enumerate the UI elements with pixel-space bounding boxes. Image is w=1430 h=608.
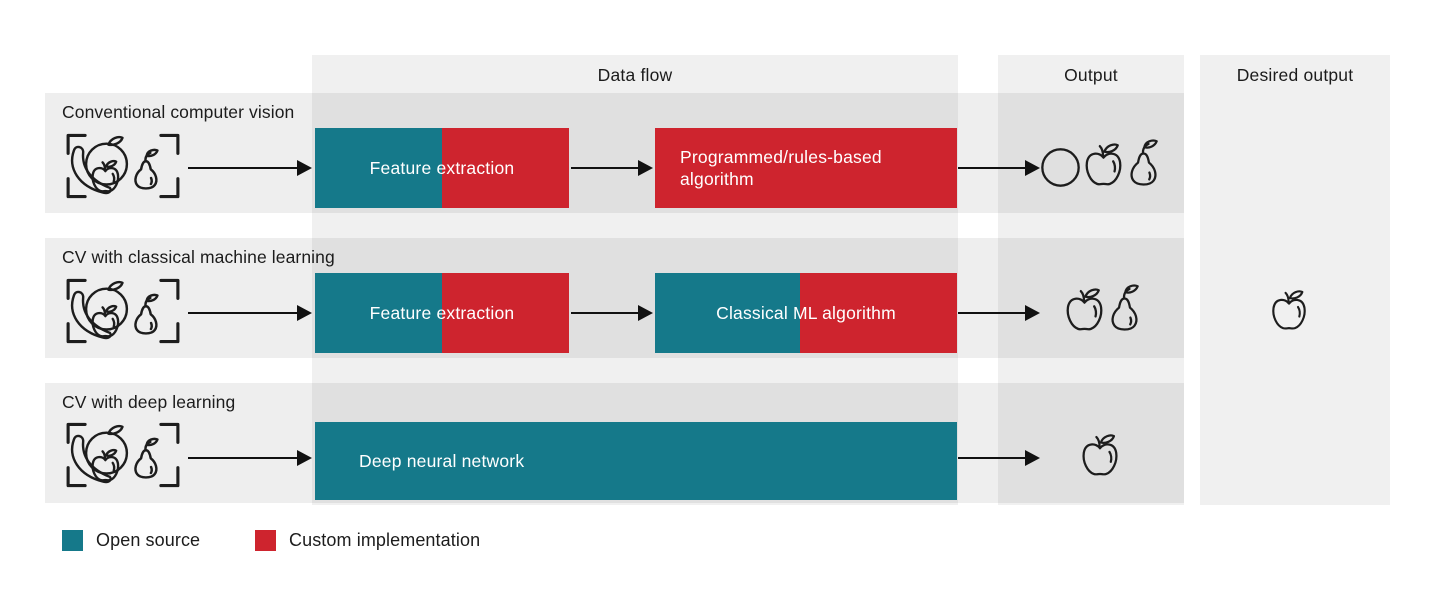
output-icons-row2	[1010, 284, 1196, 333]
legend-open-source: Open source	[62, 529, 200, 551]
output-icons-row3	[1007, 432, 1193, 478]
row-label-deep-learning: CV with deep learning	[62, 392, 236, 412]
legend-custom-implementation: Custom implementation	[255, 529, 480, 551]
output-icons-row1	[1007, 139, 1193, 188]
framed-fruits-icon	[62, 277, 184, 345]
stage-feature-extraction-row1: Feature extraction	[315, 128, 569, 208]
data-flow-header: Data flow	[597, 64, 673, 85]
apple-icon	[1066, 288, 1103, 331]
arrow-input-to-stage1-row1	[188, 159, 312, 176]
pear-icon	[1129, 139, 1158, 186]
output-header: Output	[1064, 64, 1118, 85]
arrow-input-to-stage1-row3	[188, 449, 312, 466]
orange-icon	[1040, 148, 1080, 187]
apple-icon	[1082, 434, 1118, 476]
legend-custom-implementation-label: Custom implementation	[289, 529, 481, 550]
arrow-stage2-to-output-row1	[958, 159, 1040, 176]
arrow-stage1-to-stage2-row2	[571, 304, 653, 321]
pear-icon	[1111, 284, 1139, 331]
desired-output-icon-group	[1194, 288, 1384, 332]
custom-implementation-swatch	[255, 529, 276, 551]
stage-deep-neural-network-row3: Deep neural network	[315, 422, 957, 500]
desired-output-column-band	[1200, 55, 1390, 505]
apple-icon	[1085, 143, 1121, 186]
framed-fruits-icon	[62, 132, 184, 200]
stage-programmed-rules-row1: Programmed/rules-based algorithm	[655, 128, 957, 208]
output-column-band	[998, 55, 1184, 505]
arrow-stage1-to-output-row3	[958, 449, 1040, 466]
apple-icon	[1272, 290, 1306, 330]
framed-fruits-icon	[62, 421, 184, 489]
desired-output-header: Desired output	[1236, 64, 1354, 85]
stage-feature-extraction-row2: Feature extraction	[315, 273, 569, 353]
arrow-input-to-stage1-row2	[188, 304, 312, 321]
open-source-swatch	[62, 529, 83, 551]
stage-classical-ml-row2: Classical ML algorithm	[655, 273, 957, 353]
arrow-stage2-to-output-row2	[958, 304, 1040, 321]
row-band-classical-ml	[45, 238, 1184, 358]
arrow-stage1-to-stage2-row1	[571, 159, 653, 176]
row-label-conventional: Conventional computer vision	[62, 102, 295, 122]
legend-open-source-label: Open source	[96, 529, 201, 550]
row-band-conventional	[45, 93, 1184, 213]
row-label-classical-ml: CV with classical machine learning	[62, 247, 335, 267]
